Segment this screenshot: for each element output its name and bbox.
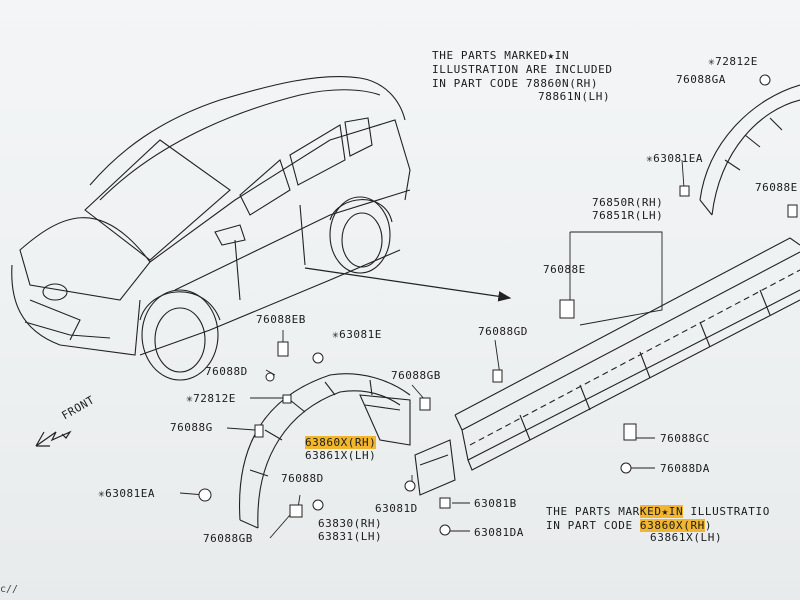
note-bottom-line3: 63861X(LH) (650, 531, 723, 544)
front-arrow-icon (35, 430, 72, 447)
part-label-63081e: ✳63081E (332, 328, 382, 341)
part-label-63081ea-top: ✳63081EA (646, 152, 703, 165)
part-label-63860x-text: 63860X(RH) (305, 436, 377, 449)
part-label-63081ea: ✳63081EA (98, 487, 155, 500)
part-label-63830: 63830(RH) (318, 517, 383, 530)
sill-molding-drawing (454, 237, 800, 471)
part-label-76088d: 76088D (281, 472, 324, 485)
corner-fragment: c// (0, 584, 19, 595)
part-label-76088gc: 76088GC (660, 432, 710, 445)
part-label-76088gd: 76088GD (478, 325, 528, 338)
part-label-76088d-top: 76088D (205, 365, 248, 378)
front-arch-drawing (238, 373, 456, 529)
part-label-76088ga: 76088GA (676, 73, 726, 86)
part-label-76088gb-top: 76088GB (391, 369, 441, 382)
note-bottom-line1a: THE PARTS MAR (546, 505, 640, 518)
part-label-76088da: 76088DA (660, 462, 710, 475)
part-label-63860x: 63860X(RH) (305, 436, 377, 449)
note-bottom-line1: THE PARTS MARKED★IN ILLUSTRATIO (546, 505, 770, 518)
note-top-line2: ILLUSTRATION ARE INCLUDED (432, 63, 613, 76)
part-label-76088gb: 76088GB (203, 532, 253, 545)
part-label-63081d: 63081D (375, 502, 418, 515)
part-label-72812e: ✳72812E (186, 392, 236, 405)
note-top-line1: THE PARTS MARKED★IN (432, 49, 570, 62)
part-label-63831: 63831(LH) (318, 530, 383, 543)
note-top-line4: 78861N(LH) (538, 90, 611, 103)
part-label-63081b: 63081B (474, 497, 517, 510)
note-bottom-line2a: IN PART CODE (546, 519, 640, 532)
vehicle-outline (11, 75, 411, 381)
part-label-76850r: 76850R(RH) (592, 196, 664, 209)
part-label-72812e-top: ✳72812E (708, 55, 758, 68)
part-label-63081da: 63081DA (474, 526, 524, 539)
part-label-76088e: 76088E (543, 263, 586, 276)
note-bottom-line1c: ILLUSTRATIO (683, 505, 770, 518)
part-label-63861x: 63861X(LH) (305, 449, 377, 462)
note-bottom-line2: IN PART CODE 63860X(RH) (546, 519, 713, 532)
note-bottom-line2c: ) (704, 519, 713, 532)
part-label-76088g: 76088G (170, 421, 213, 434)
part-label-76088e-right: 76088E (755, 181, 798, 194)
rear-arch-drawing (699, 84, 800, 216)
part-label-76088eb: 76088EB (256, 313, 306, 326)
note-top-line3: IN PART CODE 78860N(RH) (432, 77, 599, 90)
part-label-76851r: 76851R(LH) (592, 209, 664, 222)
callout-arrow (304, 267, 512, 302)
leader-lines (179, 79, 765, 539)
fasteners (198, 74, 798, 536)
note-bottom-line1-highlight: KED★IN (639, 505, 684, 518)
note-bottom-line2-highlight: 63860X(RH (639, 519, 705, 532)
